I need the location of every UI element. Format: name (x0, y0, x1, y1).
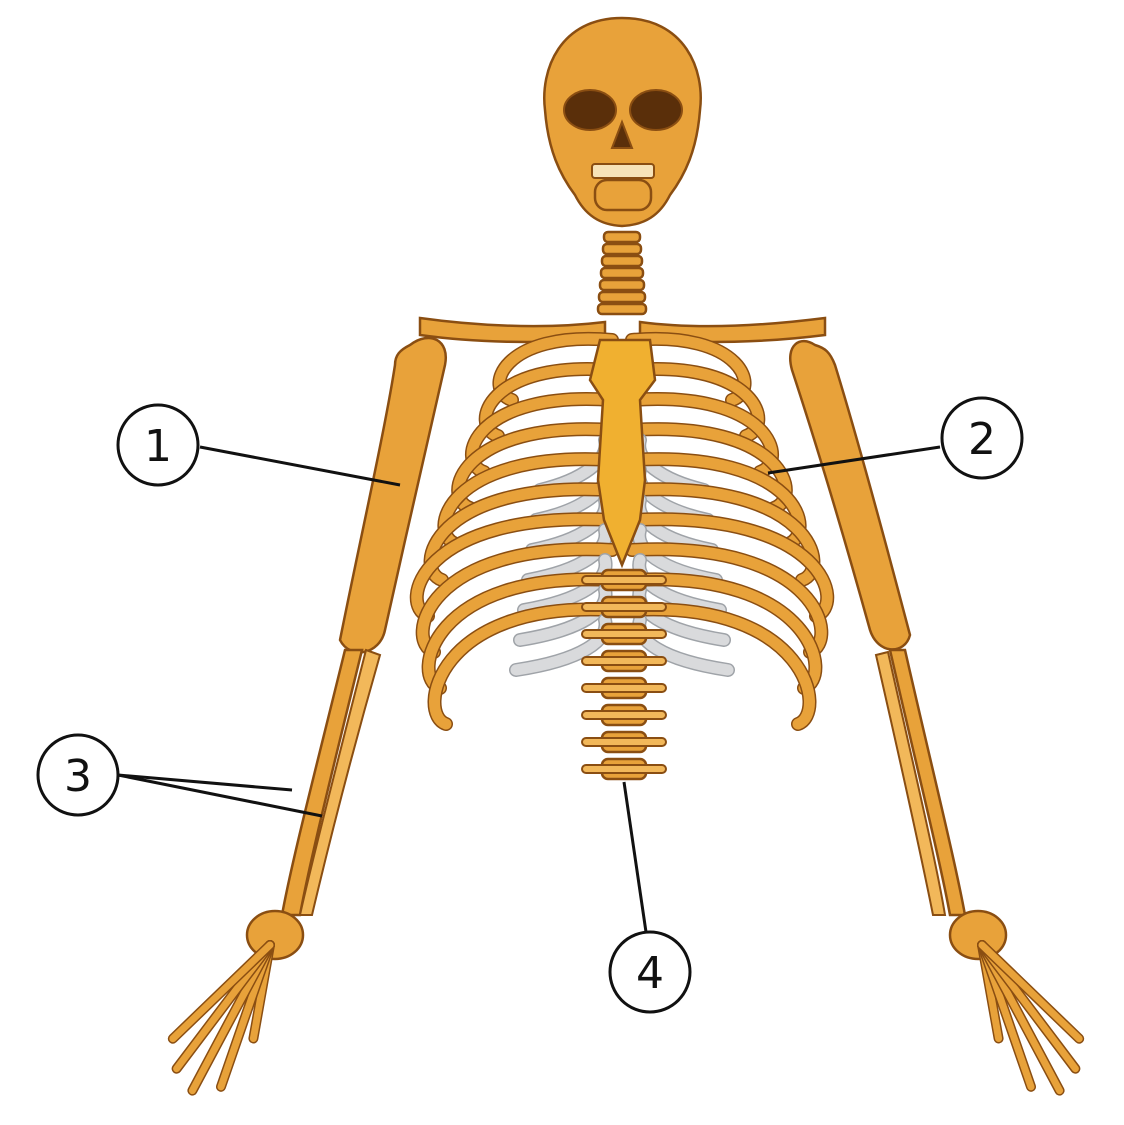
callout-label: 2 (968, 414, 996, 465)
left-eye-socket (564, 90, 616, 130)
cervical-vertebra (600, 280, 644, 290)
transverse-process (582, 738, 666, 746)
left-carpals (247, 911, 303, 959)
cervical-vertebra (603, 244, 641, 254)
transverse-process (582, 657, 666, 665)
right-carpals (950, 911, 1006, 959)
cervical-vertebra (601, 268, 643, 278)
transverse-process (582, 576, 666, 584)
cervical-vertebra (599, 292, 645, 302)
transverse-process (582, 630, 666, 638)
callout-line-3a (118, 775, 292, 790)
callout-2: 2 (942, 398, 1022, 478)
lumbar-spine (582, 570, 666, 779)
upper-teeth (592, 164, 654, 178)
transverse-process (582, 711, 666, 719)
callout-line-1 (200, 447, 400, 485)
skull (544, 18, 700, 226)
callout-label: 3 (64, 751, 92, 802)
callout-label: 4 (636, 948, 664, 999)
cervical-spine (598, 232, 646, 314)
callout-line-4 (624, 782, 646, 932)
left-hand-bones (173, 945, 270, 1091)
transverse-process (582, 765, 666, 773)
lower-jaw (595, 180, 651, 210)
cervical-vertebra (598, 304, 646, 314)
callout-4: 4 (610, 932, 690, 1012)
cervical-vertebra (602, 256, 642, 266)
callout-label: 1 (144, 421, 172, 472)
clavicles (420, 318, 825, 342)
callout-3: 3 (38, 735, 118, 815)
right-eye-socket (630, 90, 682, 130)
right-arm (790, 341, 1079, 1090)
right-hand-bones (982, 945, 1079, 1091)
callout-1: 1 (118, 405, 198, 485)
transverse-process (582, 684, 666, 692)
transverse-process (582, 603, 666, 611)
cervical-vertebra (604, 232, 640, 242)
callout-line-3b (118, 775, 322, 816)
